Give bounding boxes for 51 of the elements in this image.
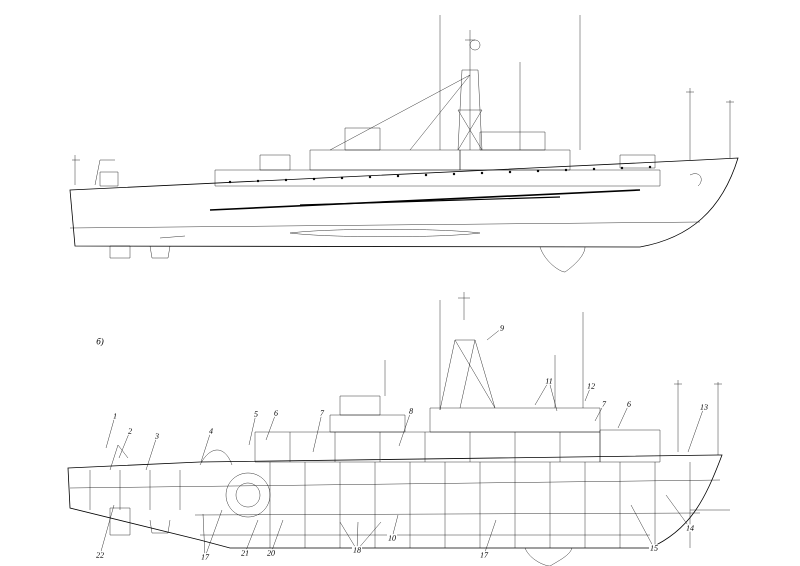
panel-letter: б) [96,338,104,346]
callout-number: 1 [112,412,118,420]
callout-number: 17 [479,551,489,559]
callout-number: 20 [266,549,276,557]
leader-line [584,390,590,402]
leader-line [106,420,114,448]
callout-number: 8 [408,407,414,415]
leader-line [666,494,688,524]
callout-number: 13 [699,403,709,411]
leader-line [340,522,355,546]
leader-line [630,504,652,544]
leader-line [688,410,703,452]
callout-number: 6 [273,409,279,417]
callout-number: 3 [154,432,160,440]
callout-number: 6 [626,400,632,408]
leader-line [248,418,256,446]
leader-line [486,330,499,340]
leader-line [356,522,358,546]
leader-line [100,504,114,552]
leader-line [398,414,410,446]
callout-number: 9 [499,324,505,332]
callout-number: 18 [352,546,362,554]
leader-line [392,514,398,534]
callout-number: 7 [601,400,607,408]
leader-line [266,416,275,440]
callout-number: 14 [685,524,695,532]
leader-line [246,520,258,550]
callout-number: 12 [586,382,596,390]
callout-number: 17 [200,553,210,561]
leader-line [360,522,382,546]
callout-number: 5 [253,410,259,418]
leader-line [485,520,496,552]
leader-line [594,408,602,422]
leader-line [206,510,222,554]
callout-number: 2 [127,427,133,435]
leader-line [118,434,129,458]
callout-number: 11 [544,377,554,385]
leader-line [312,416,322,452]
leader-line [202,514,206,554]
callout-number: 15 [649,544,659,552]
leader-line [146,440,156,470]
callout-number: 22 [95,551,105,559]
leader-line [272,520,284,550]
callout-number: 10 [387,534,397,542]
leader-line [550,384,558,412]
callout-number: 7 [319,409,325,417]
leader-line [534,384,547,406]
leader-line [200,434,210,462]
leader-line [618,408,628,428]
callout-number: 4 [208,427,214,435]
callout-number: 21 [240,549,250,557]
